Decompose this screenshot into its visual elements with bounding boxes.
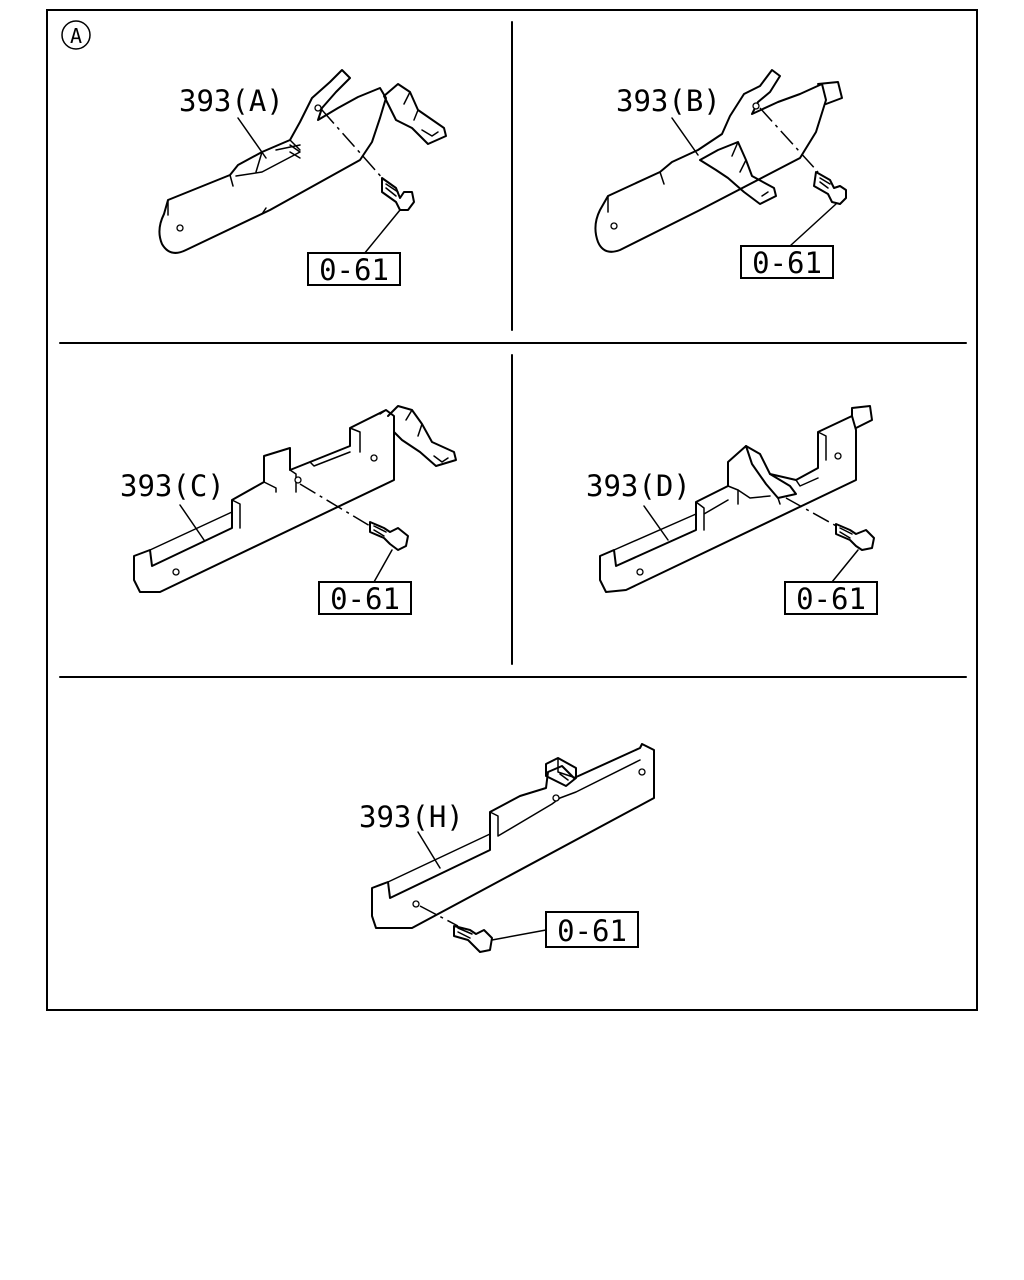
leader-part-d [643, 505, 669, 541]
leader-bolt-h [491, 929, 547, 941]
part-label-d: 393(D) [586, 469, 691, 503]
part-label-b: 393(B) [616, 84, 721, 118]
bolt-label-box-a [307, 252, 401, 286]
diagram-frame [46, 9, 978, 1011]
bolt-label-box-h [545, 911, 639, 948]
leader-bolt-b [789, 203, 837, 247]
bolt-h [453, 925, 493, 953]
bolt-c [369, 521, 409, 551]
panel-a: 393(A) 0-61 [158, 69, 447, 287]
leader-part-a [237, 117, 267, 159]
part-label-h: 393(H) [359, 800, 464, 834]
view-marker-letter: A [70, 24, 82, 48]
leader-bolt-a [363, 209, 401, 255]
bolt-a [381, 177, 415, 211]
bolt-label-box-b [740, 245, 834, 279]
view-marker: A [61, 20, 91, 50]
leader-part-c [179, 504, 205, 541]
part-label-a: 393(A) [179, 84, 284, 118]
bolt-label-b: 0-61 [752, 246, 822, 280]
panel-h: 393(H) 0-61 [359, 743, 655, 953]
leader-part-b [671, 117, 699, 156]
leader-bolt-d [831, 549, 859, 583]
leader-bolt-c [373, 549, 393, 583]
bracket-d [599, 405, 873, 593]
bracket-a [158, 69, 447, 254]
leader-part-h [417, 831, 441, 869]
part-label-c: 393(C) [120, 469, 225, 503]
bolt-label-d: 0-61 [796, 582, 866, 616]
bolt-label-h: 0-61 [557, 914, 627, 948]
bolt-b [813, 171, 847, 205]
panel-b: 393(B) 0-61 [594, 69, 847, 280]
bracket-h [371, 743, 655, 929]
panel-c: 393(C) 0-61 [120, 405, 457, 616]
bolt-label-box-c [318, 581, 412, 615]
panel-d: 393(D) 0-61 [586, 405, 878, 616]
bolt-label-c: 0-61 [330, 582, 400, 616]
bolt-d [835, 523, 875, 551]
bolt-label-a: 0-61 [319, 253, 389, 287]
bracket-b [594, 69, 843, 253]
bracket-c [133, 405, 457, 593]
bolt-label-box-d [784, 581, 878, 615]
